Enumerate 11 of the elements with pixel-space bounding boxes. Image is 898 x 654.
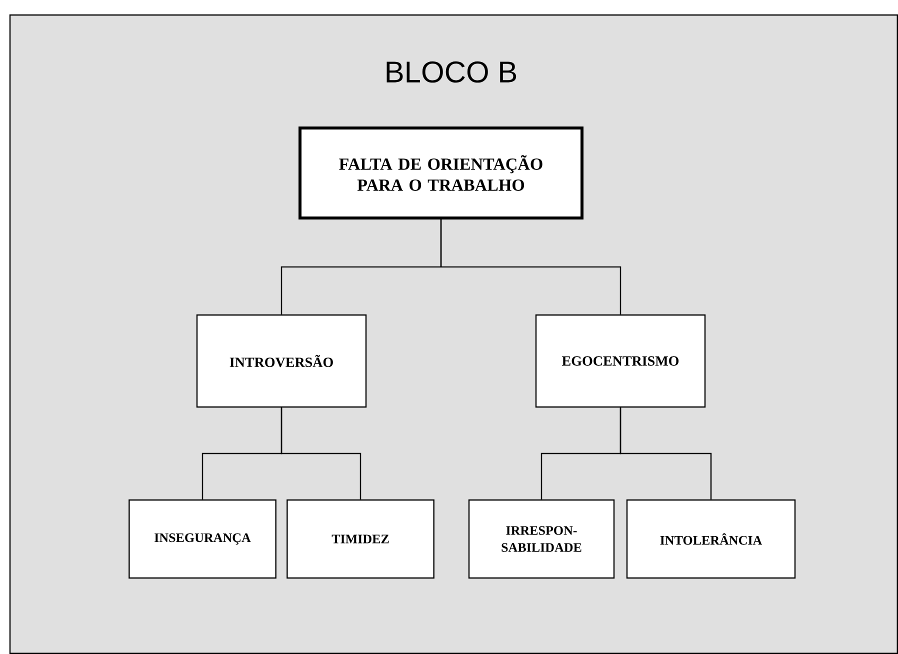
category-box: EGOCENTRISMO bbox=[535, 314, 706, 408]
connector-line bbox=[280, 408, 362, 500]
category-box: INSEGURANÇA bbox=[128, 499, 276, 579]
category-box: TIMIDEZ bbox=[286, 499, 434, 579]
category-box: IRRESPON- SABILIDADE bbox=[468, 499, 615, 579]
title: BLOCO B bbox=[386, 61, 516, 83]
connector-line bbox=[440, 220, 622, 314]
category-box: INTROVERSÃO bbox=[196, 314, 367, 408]
category-box: INTOLERÂNCIA bbox=[626, 499, 796, 579]
heading-box: FALTA DE ORIENTAÇÃO PARA O TRABALHO bbox=[298, 126, 584, 220]
connector-line bbox=[620, 408, 712, 500]
